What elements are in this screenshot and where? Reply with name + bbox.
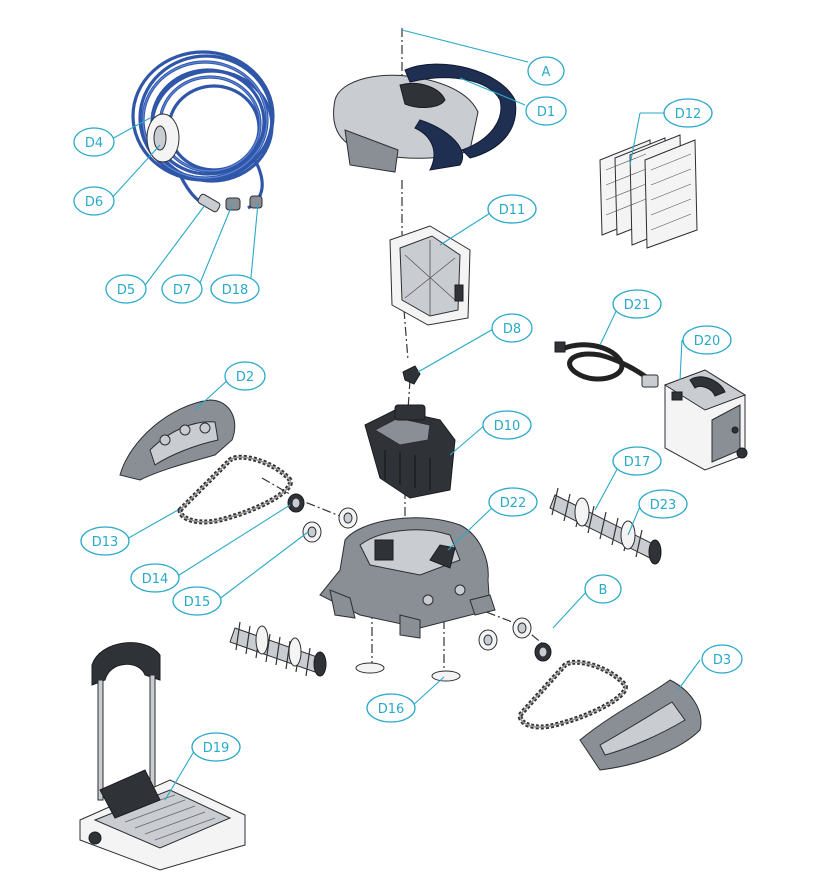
callout-D13: D13	[80, 526, 130, 556]
callout-D21: D21	[612, 289, 662, 319]
track-right	[517, 659, 628, 730]
svg-text:D18: D18	[222, 283, 249, 298]
callout-D20: D20	[682, 325, 732, 355]
callout-D2: D2	[224, 361, 266, 391]
callout-D3: D3	[701, 644, 743, 674]
callout-D6: D6	[73, 186, 115, 216]
power-supply-d20	[663, 369, 748, 471]
svg-text:D23: D23	[650, 498, 677, 513]
callout-D15: D15	[172, 586, 222, 616]
callout-D7: D7	[161, 274, 203, 304]
svg-text:B: B	[599, 583, 608, 598]
svg-text:D16: D16	[378, 702, 405, 717]
svg-text:D6: D6	[85, 195, 103, 210]
caddy-cart-d19	[79, 642, 246, 871]
callout-D22: D22	[488, 487, 538, 517]
svg-text:D14: D14	[142, 572, 169, 587]
top-cover-d1	[333, 63, 517, 173]
filter-frame-d11	[389, 225, 471, 326]
side-cover-right-d3	[579, 679, 702, 771]
svg-text:D11: D11	[499, 203, 526, 218]
svg-text:D13: D13	[92, 535, 119, 550]
filter-panels-d12	[599, 134, 698, 249]
callout-D19: D19	[191, 732, 241, 762]
callout-D16: D16	[366, 693, 416, 723]
callout-labels: A B D1 D2 D3 D4 D5 D6	[73, 56, 743, 762]
callout-D17: D17	[612, 446, 662, 476]
brush-right-d17	[549, 487, 662, 565]
callout-D23: D23	[638, 489, 688, 519]
svg-text:D20: D20	[694, 334, 721, 349]
callout-D11: D11	[487, 194, 537, 224]
clip-d8	[402, 365, 421, 385]
svg-text:D3: D3	[713, 653, 731, 668]
power-cable-coil	[131, 50, 275, 213]
leader-lines	[109, 29, 701, 801]
svg-text:D8: D8	[503, 322, 521, 337]
callout-D8: D8	[491, 313, 533, 343]
feet-d16	[355, 662, 461, 682]
chassis-d22	[319, 517, 496, 639]
svg-text:A: A	[542, 65, 551, 80]
cable-connector-d7	[225, 197, 241, 211]
cable-harness-d21	[554, 341, 659, 388]
svg-text:D1: D1	[537, 105, 555, 120]
pump-unit-d10	[364, 404, 456, 499]
svg-text:D19: D19	[203, 741, 230, 756]
track-left-d13	[177, 454, 293, 525]
callout-D1: D1	[525, 96, 567, 126]
svg-text:D7: D7	[173, 283, 191, 298]
brush-left	[229, 621, 327, 677]
cable-connector-d18	[249, 195, 263, 209]
svg-text:D4: D4	[85, 136, 103, 151]
callout-D14: D14	[130, 563, 180, 593]
svg-text:D15: D15	[184, 595, 211, 610]
svg-text:D22: D22	[500, 496, 527, 511]
callout-B: B	[584, 574, 622, 604]
bushings-left	[287, 493, 358, 543]
callout-A: A	[527, 56, 565, 86]
side-cover-left-d2	[119, 399, 236, 481]
svg-text:D10: D10	[494, 419, 521, 434]
svg-text:D12: D12	[675, 107, 702, 122]
callout-D5: D5	[105, 274, 147, 304]
bushings-right	[478, 617, 552, 662]
svg-text:D2: D2	[236, 370, 254, 385]
callout-D18: D18	[210, 274, 260, 304]
callout-D4: D4	[73, 127, 115, 157]
cable-plug-d5	[197, 193, 221, 213]
svg-text:D17: D17	[624, 455, 651, 470]
svg-text:D5: D5	[117, 283, 135, 298]
callout-D12: D12	[663, 98, 713, 128]
callout-D10: D10	[482, 410, 532, 440]
svg-text:D21: D21	[624, 298, 651, 313]
